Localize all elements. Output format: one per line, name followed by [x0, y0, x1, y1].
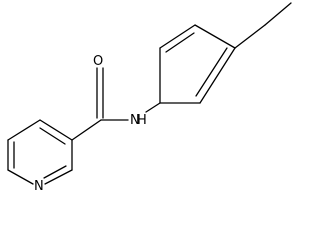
molecule-diagram: O N H N	[7, 2, 292, 193]
bond	[71, 119, 102, 141]
structure-drawing: O N H N	[7, 2, 292, 193]
amide-hydrogen-label: H	[137, 113, 147, 128]
bond	[39, 127, 66, 145]
amide-nitrogen-label: N	[130, 113, 140, 128]
bond	[7, 119, 41, 141]
bond	[264, 2, 292, 26]
bond	[159, 24, 196, 49]
ethyl-chain	[234, 2, 292, 49]
bond	[195, 47, 228, 97]
bond	[199, 47, 236, 104]
bond	[145, 102, 161, 113]
amide-group	[71, 67, 161, 141]
bond	[44, 169, 73, 185]
phenyl-ring	[159, 24, 236, 104]
bond	[194, 24, 236, 49]
bond	[39, 119, 73, 141]
bond	[43, 165, 67, 179]
bond	[234, 24, 266, 49]
bond	[7, 169, 34, 185]
pyridine-ring	[7, 119, 73, 185]
pyridine-nitrogen-label: N	[34, 179, 44, 193]
bond	[165, 32, 195, 53]
oxygen-label: O	[93, 54, 103, 69]
